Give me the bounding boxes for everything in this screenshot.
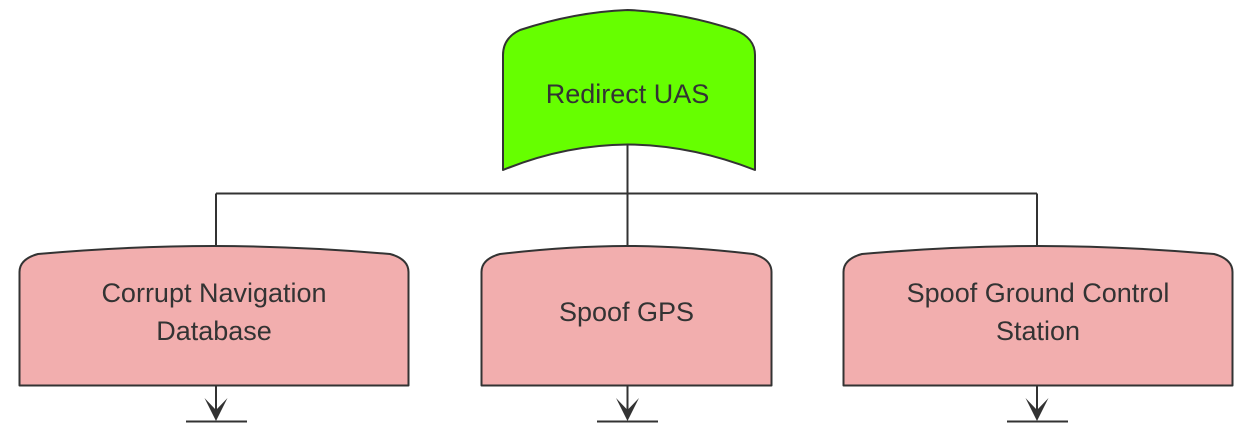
output-arrow-head-2 [616, 398, 639, 421]
node-redirect-uas-shape [502, 9, 756, 171]
node-spoof-gps-label-line1: Spoof GPS [559, 297, 694, 327]
output-arrow-corrupt-navigation-database [186, 386, 247, 423]
node-spoof-ground-control-station-label-line1: Spoof Ground Control [907, 278, 1170, 308]
output-arrow-spoof-ground-control-station [1007, 386, 1068, 423]
node-redirect-uas-label: Redirect UAS [546, 79, 710, 109]
node-spoof-ground-control-station[interactable]: Spoof Ground Control Station [842, 245, 1234, 387]
connector-group [215, 145, 1038, 249]
node-spoof-ground-control-station-label-line2: Station [996, 316, 1080, 346]
node-corrupt-navigation-database-label-line2: Database [156, 316, 272, 346]
node-corrupt-navigation-database[interactable]: Corrupt Navigation Database [18, 245, 410, 387]
output-arrow-spoof-gps [597, 386, 658, 423]
node-spoof-ground-control-station-shape [842, 245, 1234, 387]
output-arrow-head-3 [1025, 398, 1049, 421]
node-redirect-uas[interactable]: Redirect UAS [502, 9, 756, 171]
node-spoof-gps[interactable]: Spoof GPS [480, 245, 773, 387]
node-corrupt-navigation-database-label-line1: Corrupt Navigation [101, 278, 326, 308]
node-corrupt-navigation-database-shape [18, 245, 410, 387]
node-spoof-gps-shape [480, 245, 773, 387]
output-arrow-head-1 [204, 398, 228, 421]
